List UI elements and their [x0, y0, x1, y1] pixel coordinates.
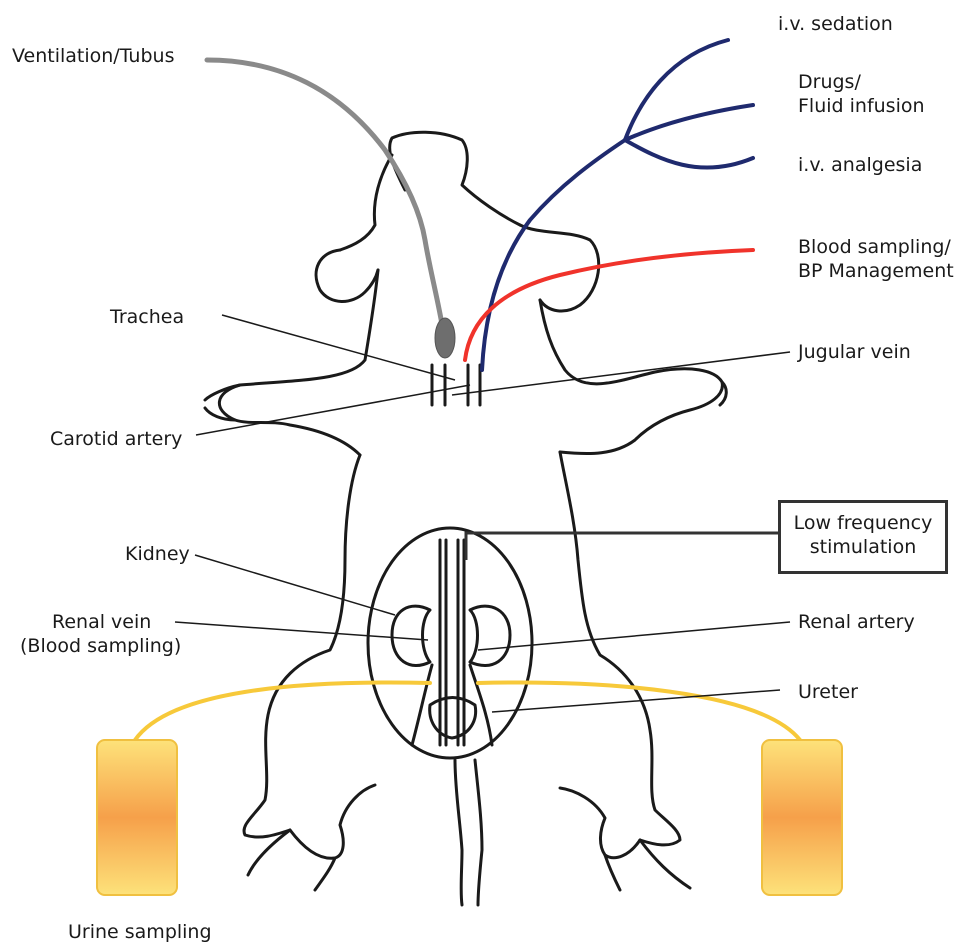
- label-low-frequency-line2: stimulation: [781, 535, 945, 559]
- label-trachea: Trachea: [110, 305, 184, 329]
- rat-tail: [455, 760, 482, 905]
- kidney-left: [392, 606, 430, 665]
- label-drugs-line2: Fluid infusion: [798, 94, 925, 118]
- label-carotid-artery: Carotid artery: [50, 427, 182, 451]
- label-drugs-line1: Drugs/: [798, 70, 861, 94]
- rat-left-foot: [248, 830, 335, 890]
- leader-trachea: [222, 315, 455, 380]
- label-jugular-vein: Jugular vein: [798, 340, 911, 364]
- rat-torso-right: [560, 452, 680, 858]
- label-renal-vein-line1: Renal vein: [52, 610, 151, 634]
- rat-head-left: [340, 155, 392, 250]
- urine-container-left: [97, 740, 177, 895]
- low-frequency-stimulation-box: Low frequency stimulation: [778, 500, 948, 574]
- rat-outline: [205, 132, 726, 905]
- inner-vessels-right: [458, 540, 464, 745]
- arterial-line: [465, 250, 753, 360]
- label-renal-artery: Renal artery: [798, 610, 915, 634]
- venous-lines: [482, 40, 753, 370]
- label-ureter: Ureter: [798, 680, 858, 704]
- leader-stimulation: [466, 533, 778, 560]
- rat-snout: [390, 132, 520, 225]
- kidney-right: [470, 606, 510, 665]
- trachea-lines: [432, 365, 480, 405]
- ventilation-tube: [207, 60, 443, 330]
- leader-ureter: [492, 690, 780, 712]
- rat-torso-left: [244, 455, 375, 858]
- tracheal-tube-cuff: [435, 318, 455, 358]
- leader-kidney: [195, 555, 395, 615]
- urine-container-right: [762, 740, 842, 895]
- rat-left-paw: [205, 385, 240, 420]
- rat-right-foot: [605, 840, 690, 890]
- leader-renal-vein: [175, 622, 428, 640]
- bladder: [430, 698, 476, 739]
- label-ventilation-tubus: Ventilation/Tubus: [12, 44, 174, 68]
- rat-left-ear: [316, 250, 378, 302]
- label-iv-sedation: i.v. sedation: [778, 12, 893, 36]
- leader-carotid: [196, 385, 470, 435]
- label-renal-vein-line2: (Blood sampling): [20, 634, 181, 658]
- label-blood-sampling-line1: Blood sampling/: [798, 235, 951, 259]
- label-iv-analgesia: i.v. analgesia: [798, 153, 922, 177]
- leader-renal-artery: [478, 622, 790, 650]
- label-urine-sampling: Urine sampling: [68, 920, 212, 944]
- label-low-frequency-line1: Low frequency: [781, 511, 945, 535]
- label-kidney: Kidney: [125, 542, 190, 566]
- inner-vessels-left: [440, 540, 446, 745]
- leader-jugular: [452, 352, 790, 395]
- leader-lines: [175, 315, 790, 712]
- rat-neck-right: [540, 300, 722, 454]
- label-blood-sampling-line2: BP Management: [798, 259, 954, 283]
